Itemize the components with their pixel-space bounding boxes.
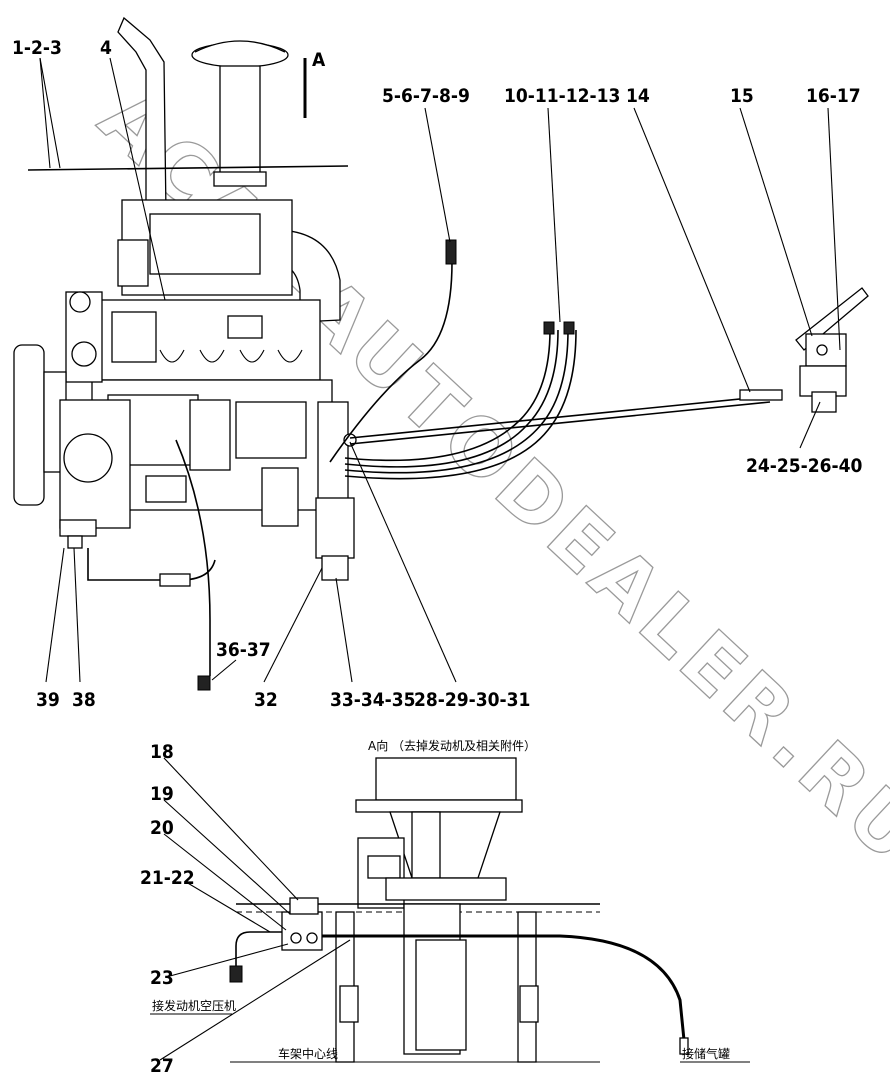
harness-plug [197,675,211,691]
hose-a2 [344,329,559,468]
center-inner [415,939,467,1051]
housing-flange [355,799,523,813]
hose-b [344,329,569,474]
front-mount [59,519,97,537]
note-centerline: 车架中心线 [278,1046,338,1061]
view-arrow-label: A [312,49,326,71]
callout-20: 20 [150,817,174,839]
intake-stack [219,65,261,179]
callout-36-37: 36-37 [216,639,271,661]
callout-23: 23 [150,967,174,989]
note-air-tank: 接储气罐 [682,1046,730,1061]
lower-pipe [87,548,216,581]
damper [63,433,113,483]
callout-16-17: 16-17 [806,85,861,107]
callout-28-31: 28-29-30-31 [414,689,530,711]
callout-10-13: 10-11-12-13 [504,85,620,107]
side-pump [117,239,149,287]
valve-bracket [811,391,837,413]
port-1 [290,932,302,944]
injector-pump [235,401,307,459]
rear-mount-bracket [315,497,355,559]
engine-top-view: A [13,16,869,691]
hose-end-a [543,321,555,335]
pulley-top [69,291,91,313]
control-rod-2 [349,401,771,445]
callouts-top: 1-2-3 4 5-6-7-8-9 10-11-12-13 14 15 16-1… [12,37,863,711]
head-ports [159,349,303,363]
a-view-title: A向 （去掉发动机及相关附件） [368,738,536,753]
hose-a [344,329,551,462]
fan-blade [13,344,45,506]
valve-cover-box [111,311,157,363]
right-block [519,985,539,1023]
leader-lines-top [39,57,841,683]
pipe-27 [322,934,686,1041]
rod-sleeve [739,389,783,401]
belt-line [27,165,349,171]
callout-4: 4 [100,37,112,59]
callout-15: 15 [730,85,754,107]
housing-cone [389,811,501,879]
pipe-21-22 [235,931,282,968]
note-compressor: 接发动机空压机 [152,998,236,1013]
pipe-end-23 [229,965,243,983]
oil-filter [261,467,299,527]
callout-14: 14 [626,85,650,107]
harness [175,439,211,676]
callout-19: 19 [150,783,174,805]
relay-valve [281,911,323,951]
left-block [339,985,359,1023]
callout-39: 39 [36,689,60,711]
housing-top [375,757,517,801]
head-plate [227,315,263,339]
callout-33-35: 33-34-35 [330,689,416,711]
pipe-27-end [679,1037,689,1055]
callout-18: 18 [150,741,174,763]
valve-fitting [816,344,828,356]
side-unit-inner [367,855,401,879]
pipe-clamp [159,573,191,587]
throttle-cable-end [445,239,457,265]
hose-end-b [563,321,575,335]
starter-box [145,475,187,503]
valve-body [799,365,847,397]
control-rod [349,395,771,439]
mount-base [385,877,507,901]
callout-5-9: 5-6-7-8-9 [382,85,470,107]
callout-21-22: 21-22 [140,867,195,889]
rear-mount-foot [321,555,349,581]
callout-27: 27 [150,1055,174,1077]
air-filter-cap-top [194,40,286,53]
hose-b2 [344,329,577,480]
callout-1-2-3: 1-2-3 [12,37,62,59]
port-2 [306,932,318,944]
callout-24-40: 24-25-26-40 [746,455,863,477]
relay-valve-top [289,897,319,915]
front-mount-bolt [67,535,83,549]
intake-box [149,213,261,275]
block-component [189,399,231,471]
housing-shaft [411,811,441,879]
pulley-mid [71,341,97,367]
throttle-cable [329,261,453,463]
a-view: A向 （去掉发动机及相关附件） [140,738,750,1077]
callout-38: 38 [72,689,96,711]
callout-32: 32 [254,689,278,711]
intake-clamp [213,171,267,187]
